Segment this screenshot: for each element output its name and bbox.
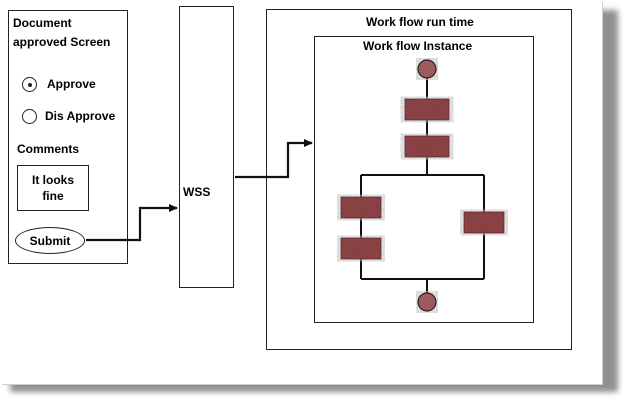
workflow-activity-1	[404, 98, 450, 121]
wss-to-runtime-arrow	[235, 139, 313, 179]
submit-to-wss-arrow	[86, 204, 178, 242]
workflow-instance-container	[314, 36, 534, 323]
document-panel-title-line2: approved Screen	[13, 35, 111, 49]
comments-label: Comments	[17, 142, 80, 156]
workflow-activity-5	[463, 211, 505, 234]
workflow-activity-3	[340, 196, 382, 219]
workflow-start-node	[417, 59, 437, 79]
workflow-activity-2	[404, 135, 450, 158]
radio-selected-dot	[27, 82, 32, 87]
comment-field[interactable]: It looks fine	[17, 165, 89, 211]
workflow-end-node	[417, 292, 437, 312]
workflow-edges	[360, 78, 485, 294]
document-panel-title-line1: Document	[13, 16, 72, 30]
document-panel	[8, 10, 128, 264]
disapprove-label: Dis Approve	[45, 109, 116, 123]
workflow-activity-4	[340, 237, 382, 260]
workflow-runtime-title: Work flow run time	[366, 15, 474, 29]
approve-radio[interactable]	[22, 77, 37, 92]
disapprove-radio[interactable]	[22, 109, 37, 124]
workflow-instance-title: Work flow Instance	[363, 39, 473, 53]
wss-label: WSS	[183, 185, 211, 199]
approve-label: Approve	[47, 77, 96, 91]
submit-button[interactable]: Submit	[15, 227, 85, 254]
diagram-connectors	[86, 59, 505, 312]
diagram-page: Document approved Screen Approve Dis App…	[2, 2, 603, 385]
wss-column	[179, 6, 234, 288]
